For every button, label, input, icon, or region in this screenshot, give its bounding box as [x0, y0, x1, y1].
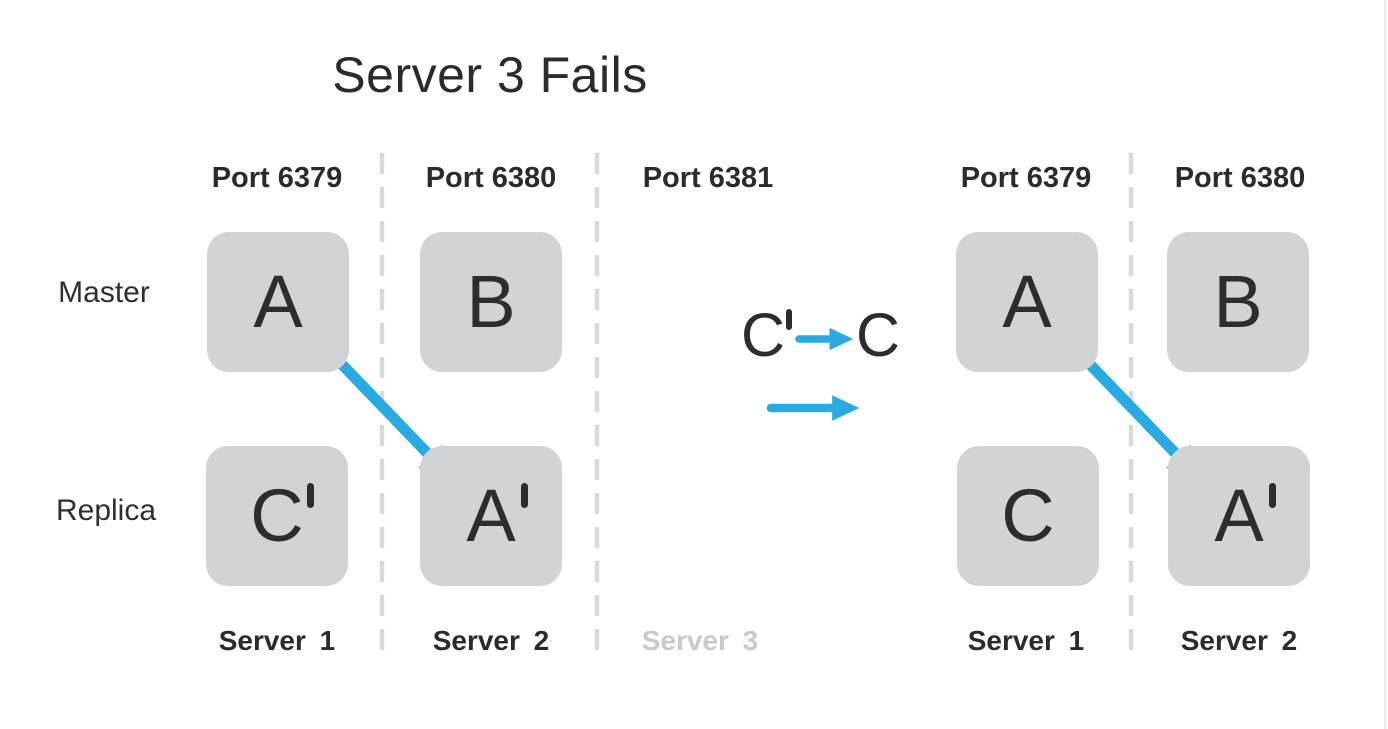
node-letter: A — [466, 474, 516, 557]
server-label-right-1: Server 1 — [967, 625, 1085, 656]
node-box-right-replica-c: C — [957, 446, 1099, 586]
prime-mark — [307, 483, 314, 508]
promotion-arrow-right — [1073, 347, 1203, 482]
prime-mark — [1269, 483, 1276, 508]
annotation-from-letter: C — [741, 301, 786, 369]
server-label-left-2: Server 2 — [432, 625, 550, 656]
node-letter: A — [1002, 260, 1052, 343]
diagram-title: Server 3 Fails — [332, 47, 648, 103]
node-letter: A — [1214, 474, 1264, 557]
server-label-left-3-failed: Server 3 — [641, 625, 759, 656]
server-label-left-1: Server 1 — [218, 625, 336, 656]
prime-mark — [786, 309, 792, 330]
annotation-to-letter: C — [856, 301, 901, 369]
port-label-left-6379: Port 6379 — [211, 162, 343, 194]
node-letter: C — [1001, 474, 1055, 557]
node-letter: C — [250, 474, 304, 557]
port-label-left-6380: Port 6380 — [425, 162, 557, 194]
node-box-right-replica-a: A — [1168, 446, 1310, 586]
port-label-left-6381: Port 6381 — [642, 162, 774, 194]
node-box-left-replica-c: C — [206, 446, 348, 586]
node-letter: B — [466, 260, 516, 343]
prime-mark — [521, 483, 528, 508]
node-box-right-master-a: A — [956, 232, 1098, 372]
node-box-left-master-a: A — [207, 232, 349, 372]
promotion-arrow-left — [325, 347, 455, 482]
node-letter: B — [1213, 260, 1263, 343]
port-label-right-6380: Port 6380 — [1174, 162, 1306, 194]
row-label-master: Master — [58, 276, 150, 309]
port-label-right-6379: Port 6379 — [960, 162, 1092, 194]
node-box-left-replica-a: A — [420, 446, 562, 586]
node-box-left-master-b: B — [420, 232, 562, 372]
node-box-right-master-b: B — [1167, 232, 1309, 372]
node-letter: A — [253, 260, 303, 343]
server-label-right-2: Server 2 — [1180, 625, 1298, 656]
row-label-replica: Replica — [55, 494, 157, 527]
canvas-edge-line — [1384, 0, 1386, 729]
